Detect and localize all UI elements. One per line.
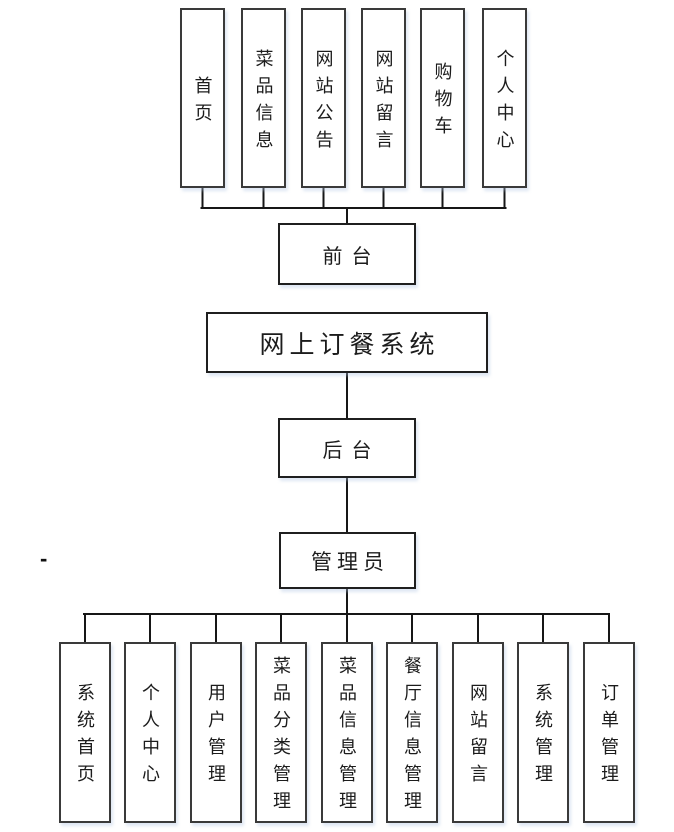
node-home: 首页 xyxy=(180,8,225,188)
node-admin-site-message: 网站留言 xyxy=(452,642,504,823)
stray-dash-text: - xyxy=(40,546,48,571)
node-frontend: 前台 xyxy=(278,223,416,285)
node-admin-home: 系统首页 xyxy=(59,642,111,823)
node-label: 订单管理 xyxy=(599,683,619,791)
node-label: 前台 xyxy=(322,245,381,268)
node-label: 网上订餐系统 xyxy=(259,331,440,359)
node-dish-category-management: 菜品分类管理 xyxy=(255,642,307,823)
node-dish-info-management: 菜品信息管理 xyxy=(321,642,373,823)
node-label: 系统管理 xyxy=(533,683,553,791)
node-backend: 后台 xyxy=(278,418,416,478)
node-label: 菜品分类管理 xyxy=(271,656,291,818)
node-label: 餐厅信息管理 xyxy=(402,656,422,818)
node-label: 首页 xyxy=(192,75,213,130)
node-system-management: 系统管理 xyxy=(517,642,569,823)
node-label: 个人中心 xyxy=(494,48,515,157)
node-label: 管理员 xyxy=(311,549,389,574)
node-site-notice: 网站公告 xyxy=(301,8,346,188)
node-label: 系统首页 xyxy=(75,683,95,791)
node-cart: 购物车 xyxy=(420,8,465,188)
node-label: 网站公告 xyxy=(313,48,334,157)
node-admin-personal-center: 个人中心 xyxy=(124,642,176,823)
node-restaurant-info-management: 餐厅信息管理 xyxy=(386,642,438,823)
node-label: 个人中心 xyxy=(140,683,160,791)
node-order-management: 订单管理 xyxy=(583,642,635,823)
node-label: 菜品信息 xyxy=(253,48,274,157)
node-label: 购物车 xyxy=(432,62,453,143)
node-label: 用户管理 xyxy=(206,683,226,791)
node-system-title: 网上订餐系统 xyxy=(206,312,488,373)
node-user-management: 用户管理 xyxy=(190,642,242,823)
node-personal-center: 个人中心 xyxy=(482,8,527,188)
node-dish-info: 菜品信息 xyxy=(241,8,286,188)
node-label: 后台 xyxy=(322,439,381,462)
node-label: 网站留言 xyxy=(373,48,394,157)
node-label: 网站留言 xyxy=(468,683,488,791)
node-label: 菜品信息管理 xyxy=(337,656,357,818)
node-site-message: 网站留言 xyxy=(361,8,406,188)
node-admin: 管理员 xyxy=(279,532,416,589)
